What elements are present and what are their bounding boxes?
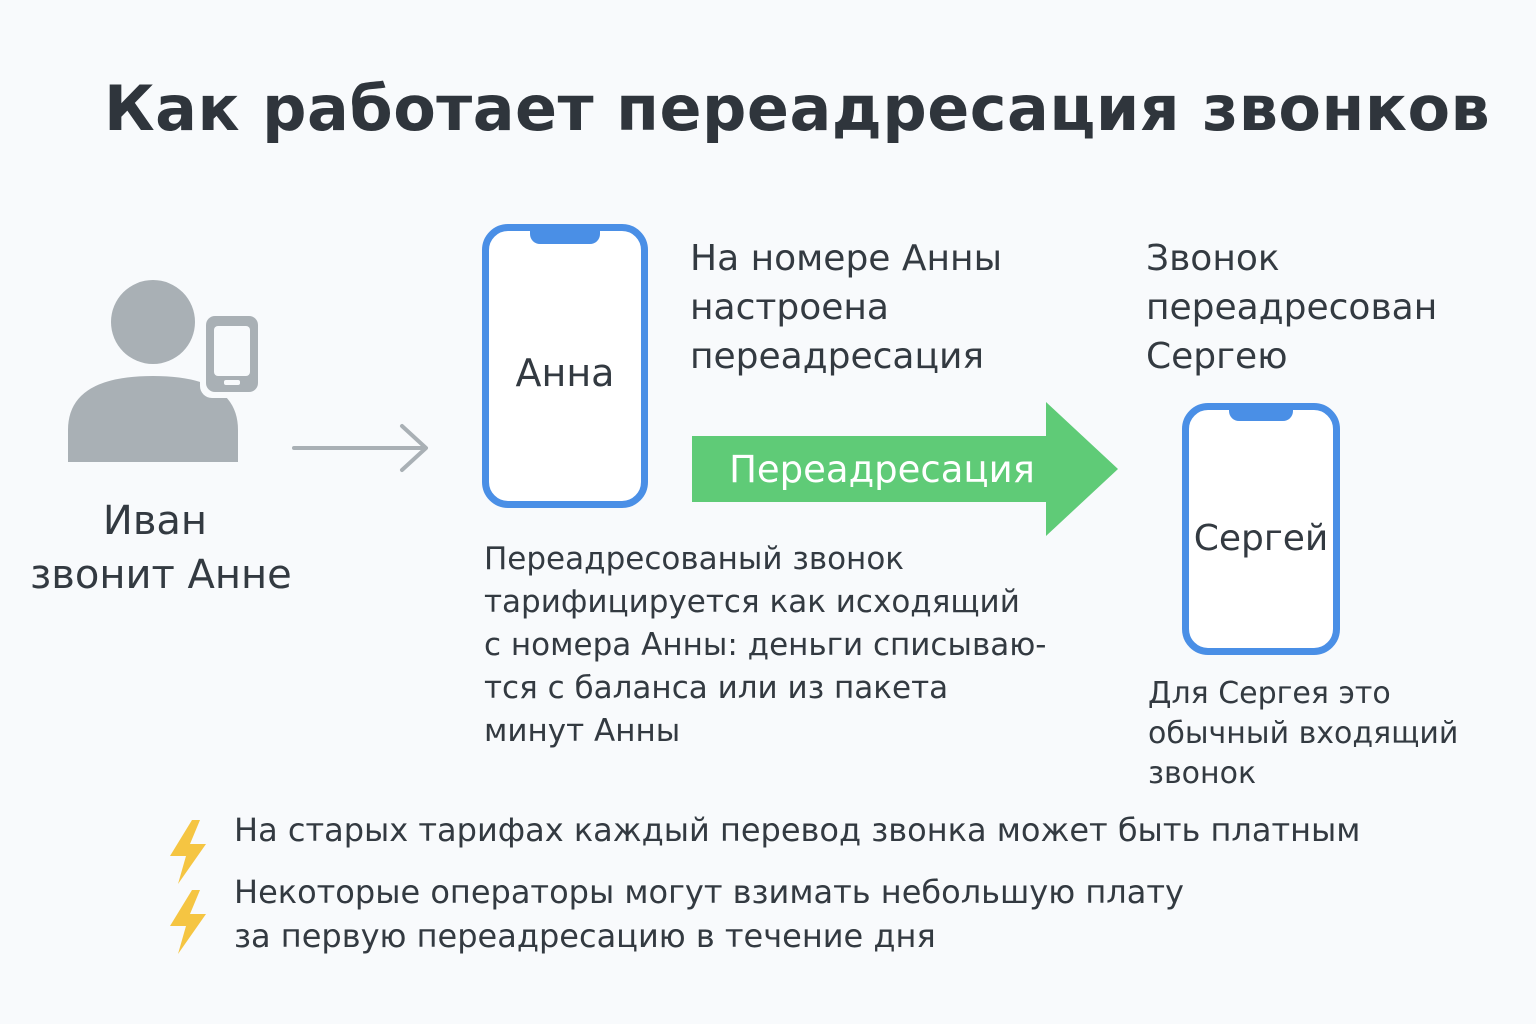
phone-notch (1229, 407, 1293, 421)
lightning-icon (170, 890, 206, 954)
sergey-note: Для Сергея это обычный входящий звонок (1148, 674, 1458, 794)
billing-note-line: с номера Анны: деньги списываю- (484, 627, 1047, 663)
note-item: Некоторые операторы могут взимать неболь… (234, 870, 1184, 958)
call-arrow-icon (292, 424, 428, 472)
note-item: На старых тарифах каждый перевод звонка … (234, 808, 1360, 852)
caller-action: звонит Анне (30, 552, 292, 598)
forwarded-note: Звонок переадресован Сергею (1146, 234, 1437, 381)
billing-note-line: тарифицируется как исходящий (484, 584, 1020, 620)
forwarded-note-line: Звонок (1146, 238, 1280, 279)
anna-setup-line: переадресация (690, 336, 985, 377)
caller-caption: Иван звонит Анне (30, 494, 292, 602)
forwarding-arrow-shape (692, 402, 1118, 536)
billing-note-line: Переадресованый звонок (484, 541, 905, 577)
lightning-icon (170, 820, 206, 884)
anna-setup-line: настроена (690, 287, 889, 328)
sergey-phone: Сергей (1182, 403, 1340, 655)
anna-phone: Анна (482, 224, 648, 508)
sergey-phone-label: Сергей (1193, 518, 1329, 559)
page-title: Как работает переадресация звонков (104, 72, 1491, 145)
anna-setup-text: На номере Анны настроена переадресация (690, 234, 1002, 381)
sergey-note-line: Для Сергея это (1148, 676, 1391, 711)
forwarded-note-line: Сергею (1146, 336, 1288, 377)
anna-phone-label: Анна (515, 351, 615, 395)
note-line: Некоторые операторы могут взимать неболь… (234, 873, 1184, 911)
sergey-note-line: обычный входящий (1148, 716, 1459, 751)
billing-note-line: тся с баланса или из пакета (484, 670, 949, 706)
anna-setup-line: На номере Анны (690, 238, 1003, 279)
phone-notch (530, 228, 600, 244)
billing-note-line: минут Анны (484, 713, 681, 749)
forwarding-arrow-label: Переадресация (729, 448, 1035, 491)
caller-name: Иван (102, 498, 208, 544)
note-line: На старых тарифах каждый перевод звонка … (234, 811, 1361, 849)
note-line: за первую переадресацию в течение дня (234, 917, 936, 955)
forwarded-note-line: переадресован (1146, 287, 1438, 328)
billing-note: Переадресованый звонок тарифицируется ка… (484, 538, 1047, 753)
person-with-phone-icon (68, 280, 262, 462)
sergey-note-line: звонок (1148, 756, 1257, 791)
forwarding-arrow: Переадресация (692, 402, 1118, 536)
